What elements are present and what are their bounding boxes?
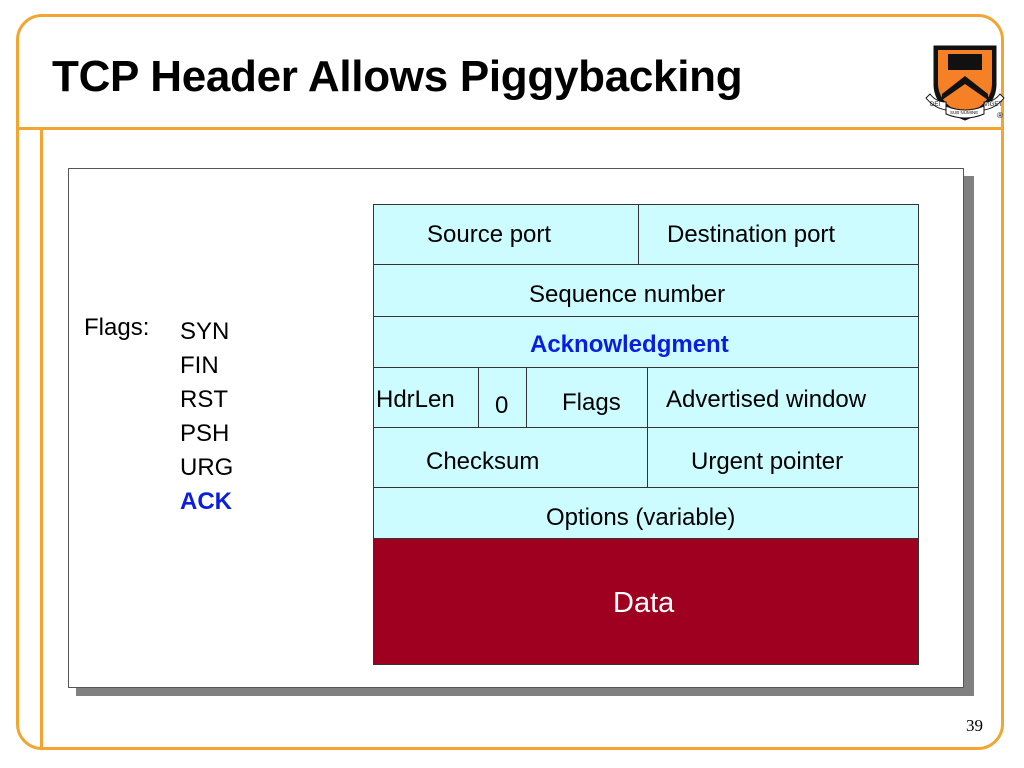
data-field: Data [373,538,919,665]
flag-ack: ACK [180,488,232,515]
motto-center: SUB NUMINE [950,110,978,115]
acknowledgment-label: Acknowledgment [530,331,729,358]
destination-port-field: Destination port [638,204,919,265]
flag-rst: RST [180,386,228,413]
reserved-label: 0 [495,392,509,419]
options-field: Options (variable) [373,487,919,539]
flags-label: Flags: [84,314,150,341]
flag-psh: PSH [180,420,230,447]
registered-mark: ® [997,111,1003,120]
flags-field: Flags [526,367,648,428]
acknowledgment-field: Acknowledgment [373,316,919,368]
reserved-field: 0 [478,367,527,428]
slide-frame [16,14,1004,750]
title-divider [16,127,1004,130]
sequence-number-field: Sequence number [373,264,919,317]
data-label: Data [613,587,675,619]
sequence-number-label: Sequence number [529,281,726,308]
urgent-pointer-field: Urgent pointer [647,427,919,488]
checksum-field: Checksum [373,427,648,488]
urgent-pointer-label: Urgent pointer [691,448,844,475]
hdrlen-field: HdrLen [373,367,479,428]
flag-fin: FIN [180,352,219,379]
source-port-label: Source port [427,221,552,248]
flag-syn: SYN [180,318,230,345]
flag-urg: URG [180,454,234,481]
advertised-window-field: Advertised window [647,367,919,428]
princeton-shield-icon: DEI SUB NUMINE VIGET ® [925,45,1005,121]
slide-title: TCP Header Allows Piggybacking [52,52,743,101]
hdrlen-label: HdrLen [376,386,455,413]
source-port-field: Source port [373,204,639,265]
options-label: Options (variable) [546,504,736,531]
flags-field-label: Flags [562,389,621,416]
page-number: 39 [966,716,983,735]
destination-port-label: Destination port [667,221,836,248]
advertised-window-label: Advertised window [666,386,867,413]
motto-left: DEI [930,102,940,108]
motto-right: VIGET [984,102,1002,108]
side-divider [40,127,43,750]
checksum-label: Checksum [426,448,540,475]
